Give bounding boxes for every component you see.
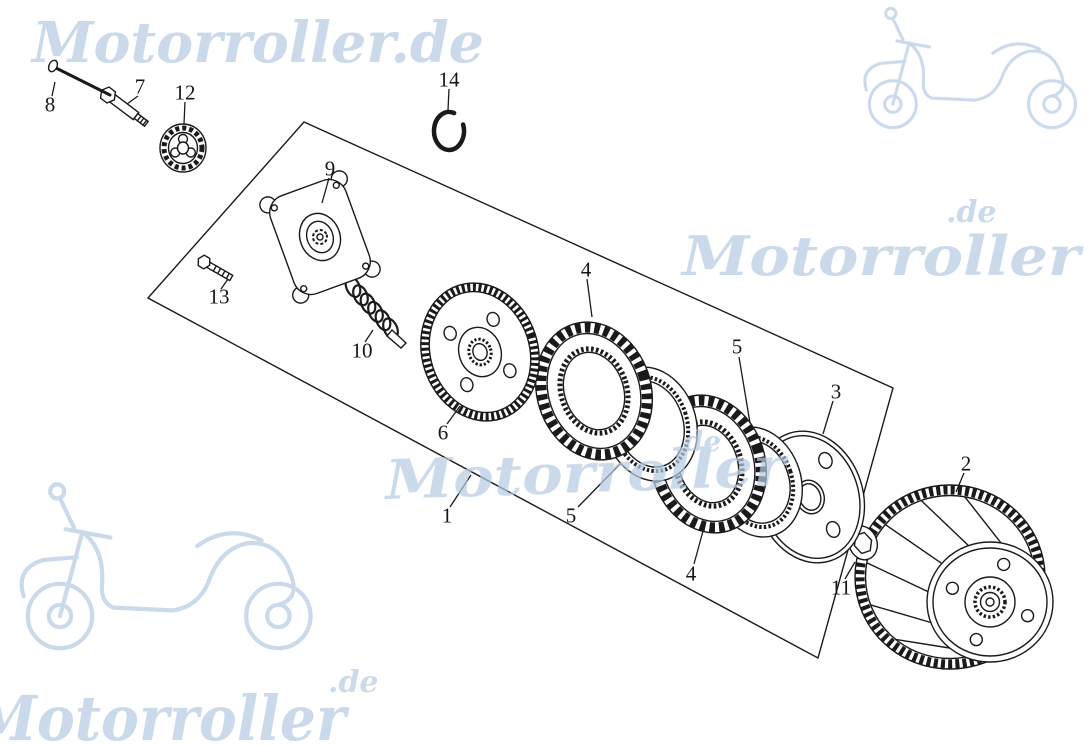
part-9-lifter-plate — [259, 170, 381, 304]
callout-4: 4 — [685, 561, 697, 586]
part-6-center-gear — [420, 282, 540, 422]
callout-1: 1 — [441, 503, 453, 528]
callout-3: 3 — [830, 379, 842, 404]
callout-5: 5 — [731, 334, 743, 359]
callout-4: 4 — [580, 257, 592, 282]
watermark-layer: Motorroller.de .de Motorroller .de Motor… — [0, 6, 1084, 747]
part-14-circlip — [431, 109, 467, 153]
callout-2: 2 — [960, 451, 972, 476]
callout-11: 11 — [830, 575, 852, 600]
watermark-brand-center: Motorroller — [382, 434, 790, 512]
callout-9: 9 — [324, 156, 336, 181]
scooter-watermark-top-right — [863, 6, 1077, 130]
watermark-brand-right: Motorroller — [680, 224, 1084, 288]
callout-12: 12 — [174, 80, 196, 105]
scooter-watermark-bottom-left — [22, 484, 311, 648]
watermark-brand-top-left: Motorroller.de — [30, 10, 484, 76]
callout-10: 10 — [351, 338, 373, 363]
callout-8: 8 — [44, 92, 56, 117]
watermark-de-bottom: .de — [328, 665, 379, 700]
callout-5: 5 — [565, 503, 577, 528]
callout-6: 6 — [437, 420, 449, 445]
part-4-friction-plate — [534, 321, 654, 461]
part-12-drive-piece — [159, 123, 207, 173]
callout-13: 13 — [208, 284, 230, 309]
part-2-clutch-basket — [854, 484, 1054, 670]
part-10-worm-spring — [344, 275, 408, 349]
watermark-de-center: .de — [674, 425, 721, 458]
part-13-bolt — [197, 254, 234, 282]
assembly-line-art — [47, 59, 1054, 670]
assembly-outline-box — [146, 121, 894, 660]
watermark-de-right: .de — [946, 195, 997, 230]
callout-7: 7 — [134, 74, 146, 99]
callout-14: 14 — [438, 67, 460, 92]
part-8-pin — [47, 59, 112, 97]
watermark-brand-bottom: Motorroller — [0, 682, 350, 747]
leader-lines — [51, 81, 965, 580]
